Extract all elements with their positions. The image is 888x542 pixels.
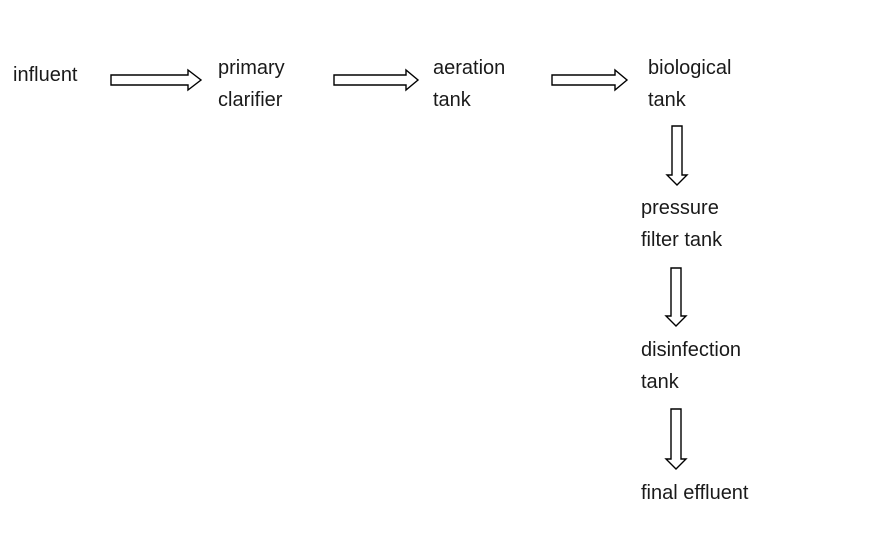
node-label-line: primary xyxy=(218,57,285,79)
node-label-line: final effluent xyxy=(641,482,749,504)
node-label-line: pressure xyxy=(641,197,719,219)
flow-arrow-right xyxy=(551,68,629,92)
flow-arrow-down xyxy=(665,125,689,186)
node-pressure-filter-tank: pressure filter tank xyxy=(641,192,722,256)
node-label-line: clarifier xyxy=(218,89,283,111)
node-label-line: tank xyxy=(648,89,686,111)
node-final-effluent: final effluent xyxy=(641,477,749,509)
node-aeration-tank: aeration tank xyxy=(433,52,505,116)
node-disinfection-tank: disinfection tank xyxy=(641,334,741,398)
flow-arrow-right xyxy=(110,68,203,92)
node-label-line: disinfection xyxy=(641,339,742,361)
flow-arrow-right xyxy=(333,68,420,92)
flow-arrow-down xyxy=(664,267,688,327)
node-label-line: influent xyxy=(13,64,78,86)
node-label-line: biological xyxy=(648,57,732,79)
node-primary-clarifier: primary clarifier xyxy=(218,52,285,116)
flow-arrow-down xyxy=(664,408,688,470)
node-influent: influent xyxy=(13,59,78,91)
node-biological-tank: biological tank xyxy=(648,52,731,116)
node-label-line: tank xyxy=(641,371,679,393)
node-label-line: aeration xyxy=(433,57,506,79)
node-label-line: filter tank xyxy=(641,229,723,251)
node-label-line: tank xyxy=(433,89,471,111)
